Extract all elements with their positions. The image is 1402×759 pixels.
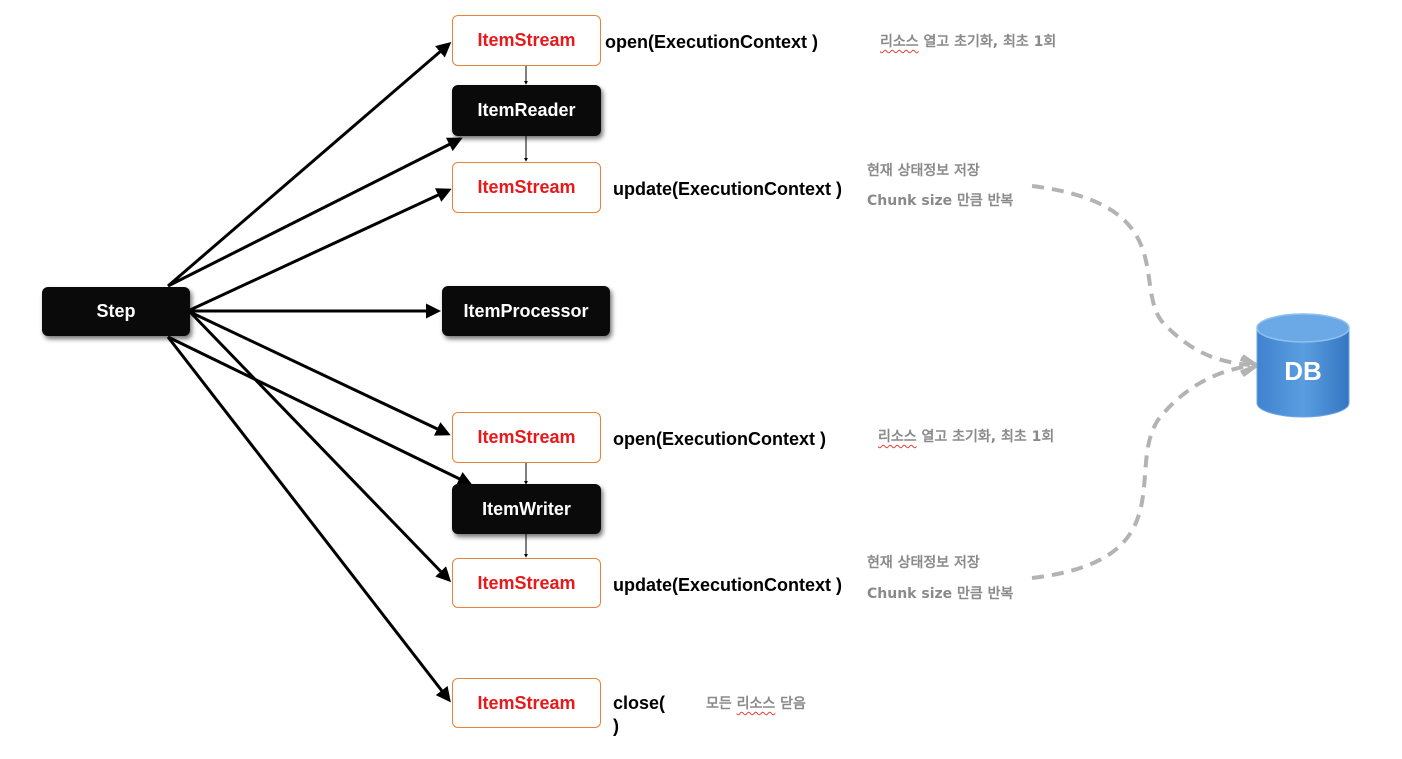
- arrow-step-to-update-writer: [188, 310, 452, 583]
- note-update-reader-line2: Chunk size 만큼 반복: [867, 193, 1014, 209]
- note-close-suffix: 닫음: [775, 696, 806, 712]
- method-update-writer: update(ExecutionContext ): [613, 575, 843, 595]
- arrow-step-to-open-reader: [167, 42, 452, 288]
- method-update-reader: update(ExecutionContext ): [613, 179, 843, 199]
- note-open-writer-word: 리소스: [878, 429, 917, 445]
- note-close-prefix: 모든: [706, 696, 737, 712]
- note-open-writer: 리소스 열고 초기화, 최초 1회: [878, 426, 1054, 446]
- arrow-step-to-writer: [167, 335, 473, 486]
- note-close-word: 리소스: [736, 696, 776, 712]
- dashed-curve-reader-to-db: [1031, 184, 1250, 365]
- note-update-writer-line1: 현재 상태정보 저장: [867, 555, 980, 571]
- item-writer-box[interactable]: ItemWriter: [452, 484, 601, 534]
- item-stream-open-reader[interactable]: ItemStream: [452, 15, 601, 66]
- note-update-writer-line2: Chunk size 만큼 반복: [867, 586, 1014, 602]
- note-open-reader-rest: 열고 초기화, 최초 1회: [918, 34, 1057, 50]
- step-box[interactable]: Step: [42, 287, 190, 336]
- dashed-curve-writer-to-db: [1031, 366, 1250, 580]
- note-open-reader-word: 리소스: [880, 34, 919, 50]
- db-label: DB: [1284, 356, 1322, 386]
- item-stream-open-writer[interactable]: ItemStream: [452, 412, 601, 463]
- method-open-reader: open(ExecutionContext ): [605, 32, 819, 52]
- method-close-line1: close(: [613, 693, 666, 713]
- item-stream-update-writer[interactable]: ItemStream: [452, 558, 601, 608]
- arrow-step-to-update-reader: [189, 188, 452, 312]
- arrow-step-to-close: [166, 336, 451, 703]
- db-cylinder-icon: [1256, 313, 1350, 418]
- item-stream-close[interactable]: ItemStream: [452, 678, 601, 728]
- note-close: 모든 리소스 닫음: [706, 693, 806, 713]
- method-close-line2: ): [613, 716, 619, 736]
- step-arrows: [166, 42, 473, 703]
- arrow-step-to-reader: [167, 137, 463, 288]
- item-stream-update-reader[interactable]: ItemStream: [452, 162, 601, 213]
- dashed-connectors: [1031, 184, 1250, 580]
- item-processor-box[interactable]: ItemProcessor: [442, 286, 610, 336]
- note-open-writer-rest: 열고 초기화, 최초 1회: [916, 429, 1055, 445]
- note-update-reader-line1: 현재 상태정보 저장: [867, 163, 980, 179]
- item-reader-box[interactable]: ItemReader: [452, 85, 601, 136]
- method-open-writer: open(ExecutionContext ): [613, 429, 827, 449]
- note-open-reader: 리소스 열고 초기화, 최초 1회: [880, 31, 1056, 51]
- arrow-step-to-open-writer: [189, 310, 451, 436]
